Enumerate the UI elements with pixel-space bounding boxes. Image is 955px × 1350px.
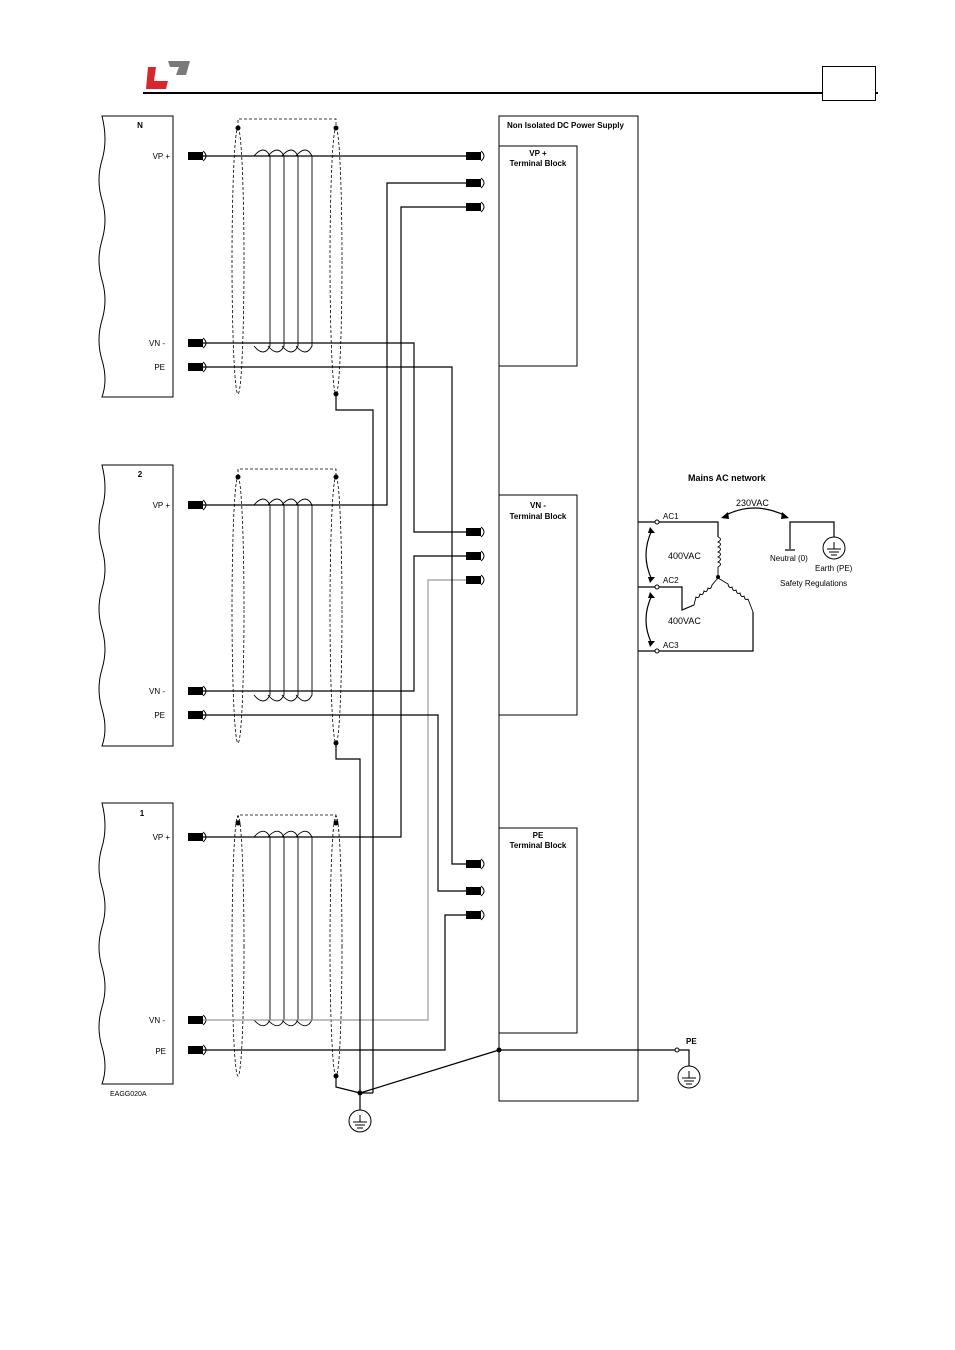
vn-block-sublabel: Terminal Block (510, 512, 567, 521)
drive-n: N VP + VN - PE (99, 116, 342, 397)
mains-ac-network: Mains AC network AC1 AC2 AC3 400VAC 400V… (638, 473, 853, 653)
pe-ground-label: PE (686, 1037, 697, 1046)
phase-ac3-label: AC3 (663, 641, 679, 650)
phase-ac2-label: AC2 (663, 576, 679, 585)
mains-title: Mains AC network (688, 473, 767, 483)
figure-code: EAGG020A (110, 1091, 147, 1098)
drive-2-vn-label: VN - (149, 687, 165, 696)
pe-block-label: PE (533, 831, 544, 840)
vn-terminal-block (499, 495, 577, 715)
vp-terminal-block (499, 146, 577, 366)
line-voltage-2-label: 400VAC (668, 616, 701, 626)
drive-2-vp-label: VP + (153, 501, 171, 510)
pe-ground-icon (678, 1066, 700, 1088)
earth-ground-icon (823, 537, 845, 559)
earth-label: Earth (PE) (815, 564, 853, 573)
line-voltage-1-label: 400VAC (668, 551, 701, 561)
drive-2-shield-right (330, 477, 342, 743)
power-supply-title: Non Isolated DC Power Supply (507, 121, 624, 130)
drive-n-shield-left (232, 128, 244, 394)
drive-n-shield-right (330, 128, 342, 394)
drive-2-shield-left (232, 477, 244, 743)
drive-1-title: 1 (140, 809, 145, 818)
shield-ground-icon (349, 1110, 371, 1132)
drive-1-vp-label: VP + (153, 833, 171, 842)
drive-n-vp-label: VP + (153, 152, 171, 161)
drive-1-choke-coil (254, 831, 312, 1026)
drive-2: 2 VP + VN - PE (99, 465, 342, 746)
pe-block-sublabel: Terminal Block (510, 841, 567, 850)
drive-n-choke-coil (254, 150, 312, 352)
drive-n-pe-label: PE (154, 363, 165, 372)
power-supply: Non Isolated DC Power Supply VP + Termin… (499, 116, 638, 1101)
phase-ac1-label: AC1 (663, 512, 679, 521)
safety-label: Safety Regulations (780, 579, 847, 588)
drive-n-title: N (137, 121, 143, 130)
drive-1-shield-right (330, 816, 342, 1076)
pe-terminal-block (499, 828, 577, 1033)
drive-1-vn-label: VN - (149, 1016, 165, 1025)
drive-2-title: 2 (138, 470, 143, 479)
vp-block-label: VP + (529, 149, 547, 158)
drive-2-choke-coil (254, 499, 312, 701)
vp-block-sublabel: Terminal Block (510, 159, 567, 168)
vn-block-label: VN - (530, 501, 546, 510)
drive-1-shield-left (232, 816, 244, 1076)
neutral-label: Neutral (0) (770, 554, 808, 563)
phase-voltage-label: 230VAC (736, 498, 769, 508)
drive-1-pe-label: PE (155, 1047, 166, 1056)
drive-1: 1 VP + VN - PE (99, 803, 342, 1084)
drive-n-vn-label: VN - (149, 339, 165, 348)
drive-2-pe-label: PE (154, 711, 165, 720)
